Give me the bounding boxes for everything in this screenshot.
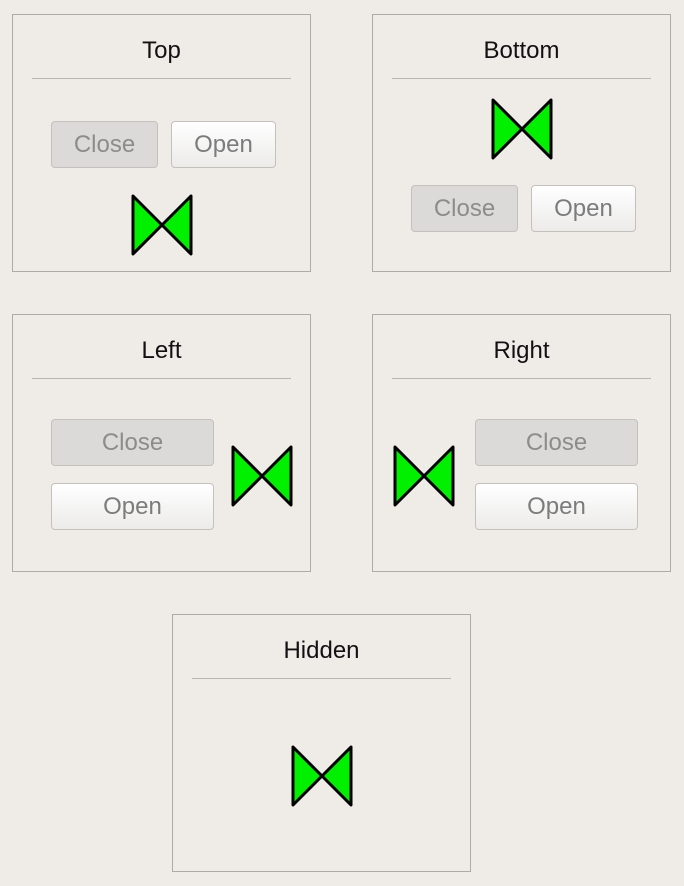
separator — [32, 378, 291, 379]
close-button[interactable]: Close — [475, 419, 638, 466]
close-button[interactable]: Close — [411, 185, 518, 232]
panel-title: Bottom — [483, 37, 560, 64]
panel-left: Left Close Open — [12, 314, 311, 572]
separator — [192, 678, 451, 679]
open-button[interactable]: Open — [531, 185, 636, 232]
valve-icon — [231, 445, 293, 507]
separator — [32, 78, 291, 79]
panel-title: Top — [142, 37, 181, 64]
separator — [392, 78, 651, 79]
valve-icon — [491, 98, 553, 160]
close-button[interactable]: Close — [51, 419, 214, 466]
panel-title: Hidden — [283, 637, 360, 664]
close-button[interactable]: Close — [51, 121, 158, 168]
open-button[interactable]: Open — [475, 483, 638, 530]
separator — [392, 378, 651, 379]
panel-right: Right Close Open — [372, 314, 671, 572]
panel-bottom: Bottom Close Open — [372, 14, 671, 272]
panel-title: Left — [141, 337, 182, 364]
open-button[interactable]: Open — [171, 121, 276, 168]
panel-title: Right — [493, 337, 550, 364]
panel-top: Top Close Open — [12, 14, 311, 272]
panel-hidden: Hidden — [172, 614, 471, 872]
valve-icon — [131, 194, 193, 256]
valve-icon — [291, 745, 353, 807]
valve-icon — [393, 445, 455, 507]
open-button[interactable]: Open — [51, 483, 214, 530]
